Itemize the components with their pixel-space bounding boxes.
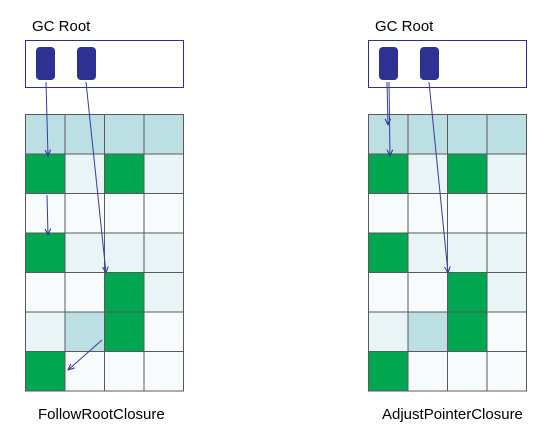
heap-cell-dead xyxy=(64,153,105,194)
heap-cell-free xyxy=(486,351,527,392)
heap-cell-free xyxy=(407,272,448,313)
heap-cell-free xyxy=(104,193,145,234)
heap-cell-free xyxy=(104,351,145,392)
arrow-adjust-root1-a xyxy=(387,81,388,125)
heap-grid-right xyxy=(368,114,527,392)
arrow-root1-to-object xyxy=(46,81,48,156)
heap-cell-free xyxy=(143,311,184,352)
heap-cell-free xyxy=(447,193,488,234)
heap-cell-live xyxy=(447,311,488,352)
heap-cell-dead xyxy=(143,272,184,313)
heap-cell-free xyxy=(486,311,527,352)
heap-cell-free xyxy=(447,351,488,392)
arrows-right xyxy=(387,81,448,273)
caption-left: FollowRootClosure xyxy=(38,406,165,423)
heap-cell-dead xyxy=(104,232,145,273)
heap-cell-dead xyxy=(407,153,448,194)
heap-cell-dead xyxy=(25,311,66,352)
heap-cell-free xyxy=(368,272,409,313)
heap-cell-live xyxy=(368,232,409,273)
heap-cell-live xyxy=(447,272,488,313)
heap-cell-live xyxy=(25,351,66,392)
heap-cell-header xyxy=(64,311,105,352)
root-slot-right-1 xyxy=(379,47,398,80)
heap-cell-free xyxy=(64,272,105,313)
heap-cell-free xyxy=(486,193,527,234)
heap-cell-header xyxy=(407,311,448,352)
heap-cell-header xyxy=(447,114,488,155)
root-slot-right-2 xyxy=(420,47,439,80)
heap-cell-live xyxy=(104,153,145,194)
heap-cell-dead xyxy=(368,311,409,352)
heap-cell-header xyxy=(486,114,527,155)
heap-cell-dead xyxy=(143,232,184,273)
heap-cell-header xyxy=(407,114,448,155)
heap-cell-dead xyxy=(447,232,488,273)
heap-cell-dead xyxy=(486,153,527,194)
heap-cell-live xyxy=(368,153,409,194)
heap-cell-live xyxy=(368,351,409,392)
gc-root-label-left: GC Root xyxy=(32,18,91,35)
heap-cell-dead xyxy=(143,153,184,194)
heap-cell-dead xyxy=(407,232,448,273)
heap-cell-free xyxy=(143,351,184,392)
caption-right: AdjustPointerClosure xyxy=(382,406,523,423)
arrow-object-to-object-2 xyxy=(68,339,103,370)
heap-cell-dead xyxy=(64,232,105,273)
arrow-root2-to-object xyxy=(85,81,106,273)
arrow-object-to-object xyxy=(47,194,48,235)
heap-grid-left xyxy=(25,114,184,392)
arrows-left xyxy=(46,81,106,370)
heap-cell-free xyxy=(25,193,66,234)
gc-root-label-right: GC Root xyxy=(375,18,434,35)
heap-cell-live xyxy=(25,153,66,194)
heap-cell-free xyxy=(25,272,66,313)
arrow-adjust-root2 xyxy=(428,81,448,273)
heap-cell-header xyxy=(143,114,184,155)
root-slot-left-1 xyxy=(36,47,55,80)
heap-cell-header xyxy=(25,114,66,155)
heap-cell-live xyxy=(104,311,145,352)
heap-cell-dead xyxy=(486,232,527,273)
heap-cell-live xyxy=(25,232,66,273)
heap-cell-free xyxy=(407,351,448,392)
heap-cell-header xyxy=(64,114,105,155)
heap-cell-header xyxy=(104,114,145,155)
arrow-adjust-root1-b xyxy=(389,81,390,156)
root-slot-left-2 xyxy=(77,47,96,80)
heap-cell-dead xyxy=(486,272,527,313)
heap-cell-free xyxy=(64,351,105,392)
heap-cell-live xyxy=(104,272,145,313)
heap-cell-live xyxy=(447,153,488,194)
heap-cell-free xyxy=(143,193,184,234)
heap-cell-free xyxy=(368,193,409,234)
